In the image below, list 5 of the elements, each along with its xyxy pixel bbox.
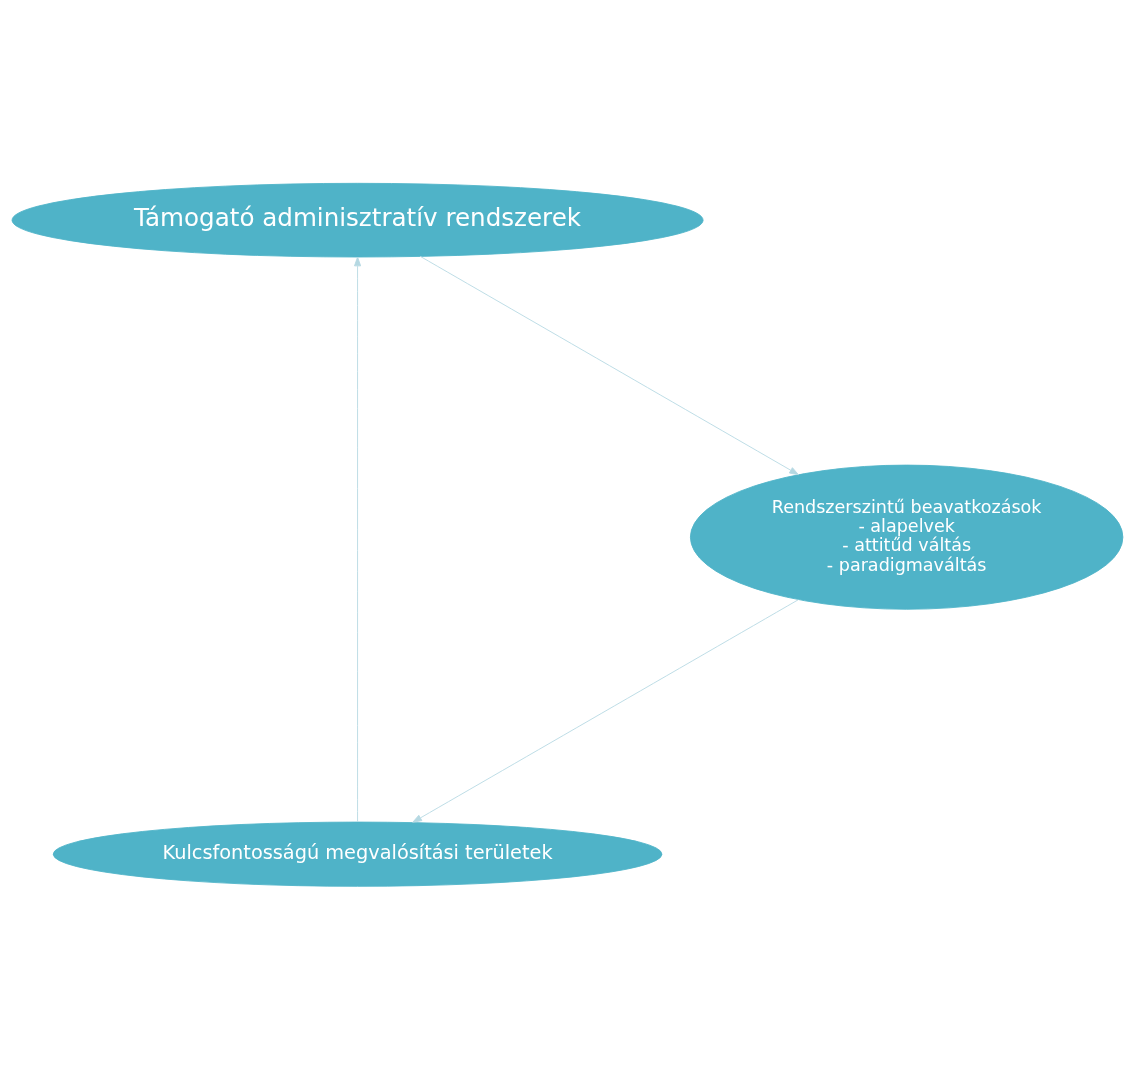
node-ellipse: Támogató adminisztratív rendszerek (11, 182, 704, 258)
arrow (412, 599, 799, 823)
node-ellipse: Kulcsfontosságú megvalósítási területek (52, 821, 663, 887)
arrow (419, 255, 799, 476)
arrow (354, 256, 362, 823)
